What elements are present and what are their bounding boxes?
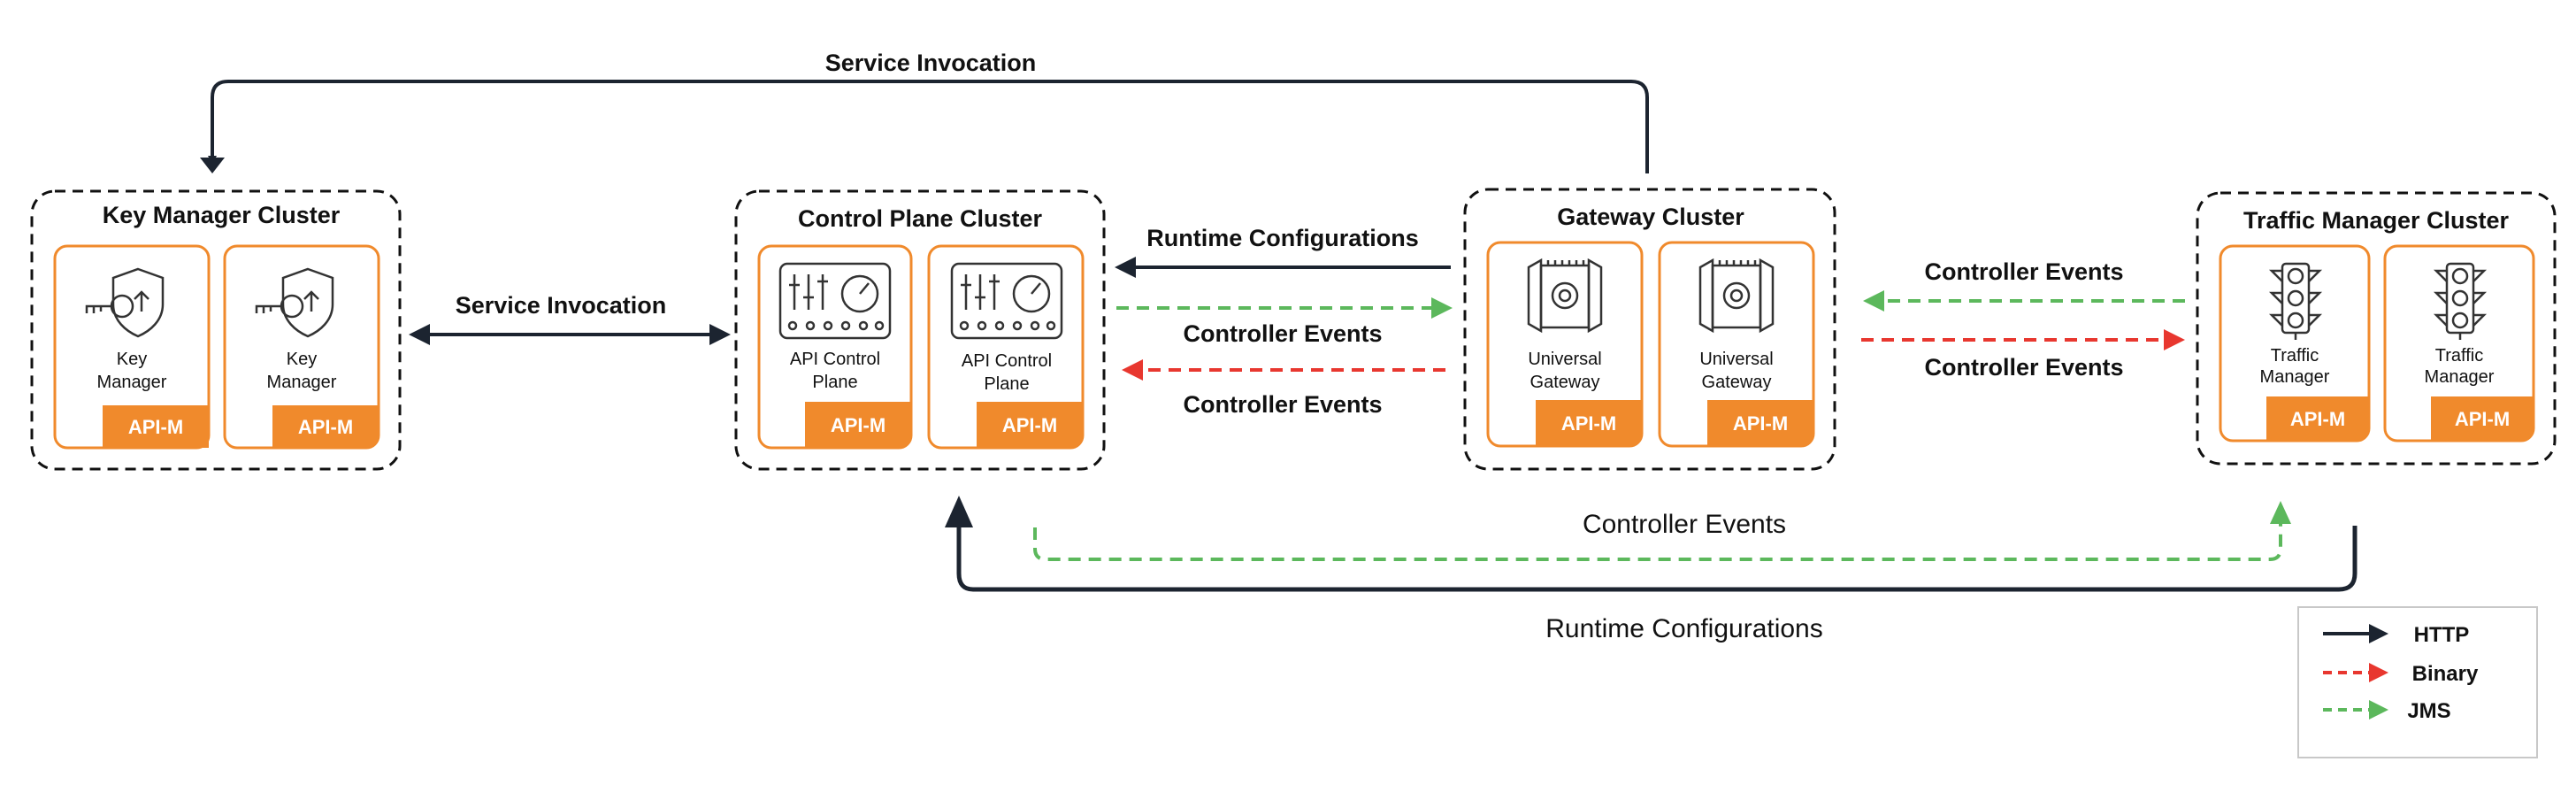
card-line1: Universal (1528, 350, 1601, 369)
service-invocation-mid-label: Service Invocation (456, 292, 667, 319)
card-line1: Traffic (2271, 346, 2319, 366)
key-manager-cluster: Key Manager Cluster Key Manager API-M (30, 189, 402, 471)
card-line1: Key (287, 350, 317, 369)
control-plane-card: API Control Plane API-M (757, 244, 913, 450)
badge-label: API-M (1561, 412, 1616, 435)
badge-label: API-M (298, 416, 353, 438)
cluster-title: Control Plane Cluster (798, 205, 1043, 232)
legend-item-http: HTTP (2323, 623, 2469, 647)
badge-label: API-M (1002, 414, 1057, 436)
card-line2: Gateway (1702, 373, 1772, 392)
traffic-light-icon (2433, 262, 2488, 340)
key-manager-card: Key Manager API-M (53, 244, 211, 450)
badge-label: API-M (2290, 408, 2345, 430)
controller-events-cp-gw-label-1: Controller Events (1183, 320, 1382, 347)
control-panel-icon (778, 262, 892, 340)
gateway-icon (1527, 258, 1603, 334)
card-line2: Manager (2260, 367, 2330, 387)
control-panel-icon (950, 262, 1063, 340)
legend-label: JMS (2407, 699, 2450, 723)
card-line1: Key (117, 350, 147, 369)
card-line1: API Control (962, 351, 1052, 371)
cluster-title: Key Manager Cluster (103, 202, 341, 228)
service-invocation-top-label: Service Invocation (825, 50, 1037, 76)
card-line2: Plane (984, 374, 1029, 394)
card-line2: Gateway (1530, 373, 1600, 392)
controller-events-cp-gw-label-2: Controller Events (1183, 391, 1382, 418)
badge-label: API-M (1733, 412, 1788, 435)
card-line1: Traffic (2435, 346, 2483, 366)
card-line1: API Control (790, 350, 880, 369)
api-m-badge (805, 402, 911, 448)
card-line2: Manager (267, 373, 337, 392)
card-line2: Manager (97, 373, 167, 392)
key-manager-card: Key Manager API-M (223, 244, 380, 450)
card-line2: Manager (2425, 367, 2495, 387)
api-m-badge (2266, 396, 2369, 441)
key-shield-icon (85, 267, 165, 338)
jms-cp-to-gw-arrow (1116, 297, 1453, 319)
control-plane-cluster: Control Plane Cluster API Control Plane … (734, 189, 1106, 471)
traffic-light-icon (2268, 262, 2323, 340)
cluster-title: Traffic Manager Cluster (2243, 207, 2510, 234)
gateway-card: Universal Gateway API-M (1658, 241, 1815, 448)
api-m-badge (977, 402, 1083, 448)
api-m-badge (272, 405, 379, 448)
service-invocation-mid-arrow (409, 324, 731, 345)
api-m-badge (2431, 396, 2534, 441)
api-m-badge (1707, 400, 1813, 446)
binary-gw-to-cp-arrow (1122, 359, 1445, 381)
legend-item-jms: JMS (2323, 699, 2451, 723)
controller-events-gw-tm-label-1: Controller Events (1924, 258, 2123, 285)
api-m-badge (1536, 400, 1642, 446)
badge-label: API-M (128, 416, 183, 438)
legend-item-binary: Binary (2323, 662, 2479, 686)
badge-label: API-M (2455, 408, 2510, 430)
card-line2: Plane (812, 373, 857, 392)
jms-bottom-arrow (1033, 501, 2291, 561)
traffic-manager-card: Traffic Manager API-M (2383, 244, 2535, 443)
gateway-card: Universal Gateway API-M (1486, 241, 1644, 448)
badge-label: API-M (831, 414, 886, 436)
traffic-manager-card: Traffic Manager API-M (2219, 244, 2371, 443)
runtime-config-top-arrow (1115, 257, 1451, 278)
controller-events-bottom-label: Controller Events (1583, 510, 1786, 539)
controller-events-gw-tm-label-2: Controller Events (1924, 354, 2123, 381)
jms-tm-to-gw-arrow (1863, 290, 2185, 312)
legend-label: Binary (2412, 662, 2479, 686)
gateway-cluster: Gateway Cluster Universal Gateway API-M (1463, 188, 1836, 471)
legend-label: HTTP (2414, 623, 2470, 647)
cluster-title: Gateway Cluster (1557, 204, 1744, 230)
card-line1: Universal (1699, 350, 1773, 369)
runtime-config-bottom-arrow (945, 496, 2358, 592)
runtime-config-bottom-label: Runtime Configurations (1545, 614, 1823, 643)
service-invocation-top-arrow (200, 80, 1649, 173)
legend: HTTP Binary JMS (2297, 606, 2538, 758)
gateway-icon (1698, 258, 1775, 334)
key-shield-icon (255, 267, 334, 338)
binary-gw-to-tm-arrow (1861, 329, 2185, 350)
runtime-config-top-label: Runtime Configurations (1146, 225, 1418, 251)
traffic-manager-cluster: Traffic Manager Cluster Traffic Manager … (2196, 191, 2557, 466)
control-plane-card: API Control Plane API-M (927, 244, 1085, 450)
